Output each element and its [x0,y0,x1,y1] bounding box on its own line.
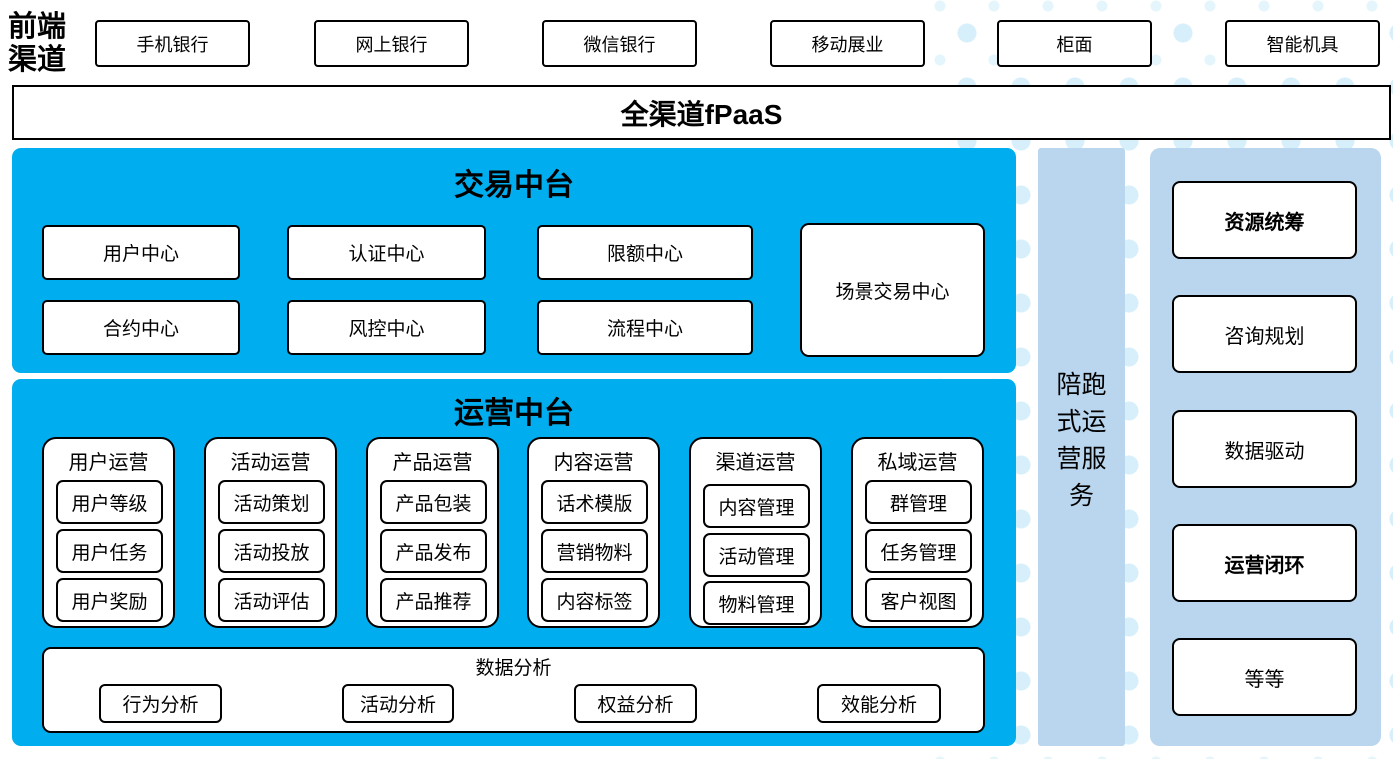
ops-group-label: 用户运营 [68,452,149,474]
channel-box-wechat-banking: 微信银行 [542,20,697,67]
ops-group-label: 产品运营 [392,452,473,474]
service-box-consulting: 咨询规划 [1172,295,1357,373]
ops-item-box: 产品包装 [380,480,487,524]
companion-service-label-line: 式运 [1056,408,1107,437]
channel-box-online-banking: 网上银行 [314,20,469,67]
ops-group-label: 活动运营 [230,452,311,474]
fpaas-bar: 全渠道fPaaS [12,85,1391,140]
analysis-item-box: 效能分析 [817,684,941,723]
channel-box-smart-machines: 智能机具 [1225,20,1380,67]
center-box-auth: 认证中心 [287,225,486,280]
ops-group-label: 渠道运营 [715,452,796,474]
service-box-resource: 资源统筹 [1172,181,1357,259]
ops-item-box: 内容标签 [541,578,648,622]
front-channels-label-line1: 前端 [8,9,67,43]
operations-platform-panel: 运营中台 用户运营 用户等级 用户任务 用户奖励 活动运营 活动策划 活动投放 … [12,379,1016,746]
ops-item-box: 内容管理 [703,484,810,528]
ops-item-box: 产品发布 [380,529,487,573]
ops-group-channel: 渠道运营 内容管理 活动管理 物料管理 [689,437,822,628]
ops-group-label: 内容运营 [553,452,634,474]
ops-group-product: 产品运营 产品包装 产品发布 产品推荐 [366,437,499,628]
companion-panel: 资源统筹 咨询规划 数据驱动 运营闭环 等等 [1150,148,1381,746]
ops-group-user: 用户运营 用户等级 用户任务 用户奖励 [42,437,175,628]
center-box-user: 用户中心 [42,225,240,280]
ops-item-box: 活动投放 [218,529,325,573]
analysis-item-box: 行为分析 [99,684,222,723]
channel-box-counter: 柜面 [997,20,1152,67]
ops-item-box: 群管理 [865,480,972,524]
ops-item-box: 任务管理 [865,529,972,573]
service-box-closed-loop: 运营闭环 [1172,524,1357,602]
front-channels-label-line2: 渠道 [8,42,67,76]
center-box-contract: 合约中心 [42,300,240,355]
data-analysis-label: 数据分析 [475,658,552,679]
front-channels-label: 前端 渠道 [8,10,92,76]
ops-item-box: 用户等级 [56,480,163,524]
analysis-item-box: 权益分析 [574,684,697,723]
ops-item-box: 客户视图 [865,578,972,622]
transaction-platform-title: 交易中台 [454,169,574,202]
analysis-item-box: 活动分析 [342,684,454,723]
channel-box-mobile-banking: 手机银行 [95,20,250,67]
companion-service-label-line: 陪跑 [1056,371,1107,400]
ops-group-private-domain: 私域运营 群管理 任务管理 客户视图 [851,437,984,628]
center-box-limit: 限额中心 [537,225,753,280]
ops-item-box: 活动评估 [218,578,325,622]
ops-item-box: 活动管理 [703,533,810,577]
ops-item-box: 产品推荐 [380,578,487,622]
center-box-scenario-transaction: 场景交易中心 [800,223,985,357]
ops-item-box: 活动策划 [218,480,325,524]
center-box-process: 流程中心 [537,300,753,355]
ops-item-box: 话术模版 [541,480,648,524]
service-box-data-driven: 数据驱动 [1172,410,1357,488]
companion-service-bar: 陪跑 式运 营服 务 [1038,148,1125,746]
channel-box-mobile-marketing: 移动展业 [770,20,925,67]
companion-service-label-line: 营服 [1056,445,1107,474]
ops-group-label: 私域运营 [877,452,958,474]
ops-item-box: 营销物料 [541,529,648,573]
ops-item-box: 物料管理 [703,581,810,625]
ops-item-box: 用户任务 [56,529,163,573]
center-box-risk: 风控中心 [287,300,486,355]
service-box-etc: 等等 [1172,638,1357,716]
ops-item-box: 用户奖励 [56,578,163,622]
transaction-platform-panel: 交易中台 用户中心 认证中心 限额中心 合约中心 风控中心 流程中心 场景交易中… [12,148,1016,373]
data-analysis-box: 数据分析 行为分析 活动分析 权益分析 效能分析 [42,647,985,733]
ops-group-content: 内容运营 话术模版 营销物料 内容标签 [527,437,660,628]
operations-platform-title: 运营中台 [454,397,574,430]
ops-group-activity: 活动运营 活动策划 活动投放 活动评估 [204,437,337,628]
companion-service-label: 陪跑 式运 营服 务 [1038,367,1125,515]
companion-service-label-line: 务 [1068,482,1094,511]
